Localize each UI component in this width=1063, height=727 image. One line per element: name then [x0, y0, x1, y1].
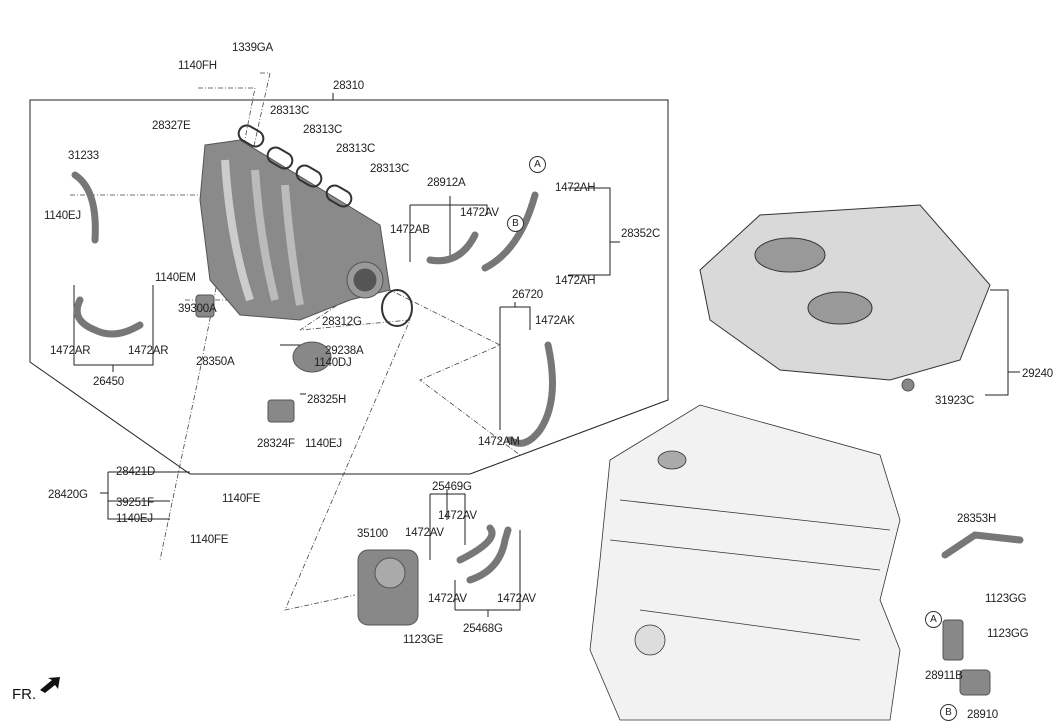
front-marker: FR.: [12, 686, 37, 703]
part-label: 31923C: [935, 395, 975, 407]
part-label: 1472AK: [535, 315, 575, 327]
part-label: 28313C: [270, 105, 310, 117]
part-label: 26720: [512, 289, 543, 301]
part-label: 29238A: [325, 345, 364, 357]
part-label: 1472AH: [555, 182, 596, 194]
part-label: 28313C: [336, 143, 376, 155]
part-label: 35100: [357, 528, 388, 540]
part-label: 1472AB: [390, 224, 430, 236]
part-label: 1140EJ: [305, 438, 342, 450]
part-label: 28310: [333, 80, 364, 92]
part-label: 1339GA: [232, 42, 273, 54]
part-label: 1123GG: [985, 593, 1027, 605]
part-label: 1472AV: [438, 510, 477, 522]
part-label: 28313C: [370, 163, 410, 175]
part-label: 1472AH: [555, 275, 596, 287]
part-label: 1472AV: [405, 527, 444, 539]
engine-block: [589, 404, 901, 721]
part-label: 1472AV: [428, 593, 467, 605]
part-label: 1472AR: [128, 345, 169, 357]
part-label: 39251F: [116, 497, 154, 509]
part-label: 1140DJ: [314, 357, 352, 369]
part-label: 28352C: [621, 228, 661, 240]
part-label: 28312G: [322, 316, 362, 328]
part-label: 28421D: [116, 466, 156, 478]
part-label: 1123GG: [987, 628, 1029, 640]
part-label: 1140EJ: [116, 513, 153, 525]
part-label: 1472AV: [497, 593, 536, 605]
part-label: 26450: [93, 376, 124, 388]
engine-cover: [699, 204, 991, 381]
callout-b: B: [507, 215, 524, 232]
part-label: 28324F: [257, 438, 295, 450]
part-label: 25468G: [463, 623, 503, 635]
part-label: 28327E: [152, 120, 191, 132]
part-label: 28420G: [48, 489, 88, 501]
front-arrow-icon: [40, 677, 60, 693]
intake-manifold: [199, 139, 391, 321]
part-label: 28911B: [925, 670, 963, 682]
part-label: 1123GE: [403, 634, 444, 646]
part-label: 1140FH: [178, 60, 217, 72]
part-label: 28313C: [303, 124, 343, 136]
part-label: 31233: [68, 150, 99, 162]
part-label: 1140FE: [190, 534, 229, 546]
part-label: 1140EM: [155, 272, 196, 284]
part-label: 1472AV: [460, 207, 499, 219]
part-label: 1140FE: [222, 493, 261, 505]
callout-a: A: [529, 156, 546, 173]
part-label: 1472AR: [50, 345, 91, 357]
assembly-frame: [29, 99, 669, 475]
part-label: 25469G: [432, 481, 472, 493]
part-label: 39300A: [178, 303, 217, 315]
callout-a: A: [925, 611, 942, 628]
part-label: 1472AM: [478, 436, 520, 448]
part-label: 29240: [1022, 368, 1053, 380]
part-label: 1140EJ: [44, 210, 81, 222]
part-label: 28353H: [957, 513, 997, 525]
canister-valve: [292, 341, 332, 373]
part-label: 28350A: [196, 356, 235, 368]
part-label: 28325H: [307, 394, 347, 406]
callout-b: B: [940, 704, 957, 721]
part-label: 28912A: [427, 177, 466, 189]
part-label: 28910: [967, 709, 998, 721]
